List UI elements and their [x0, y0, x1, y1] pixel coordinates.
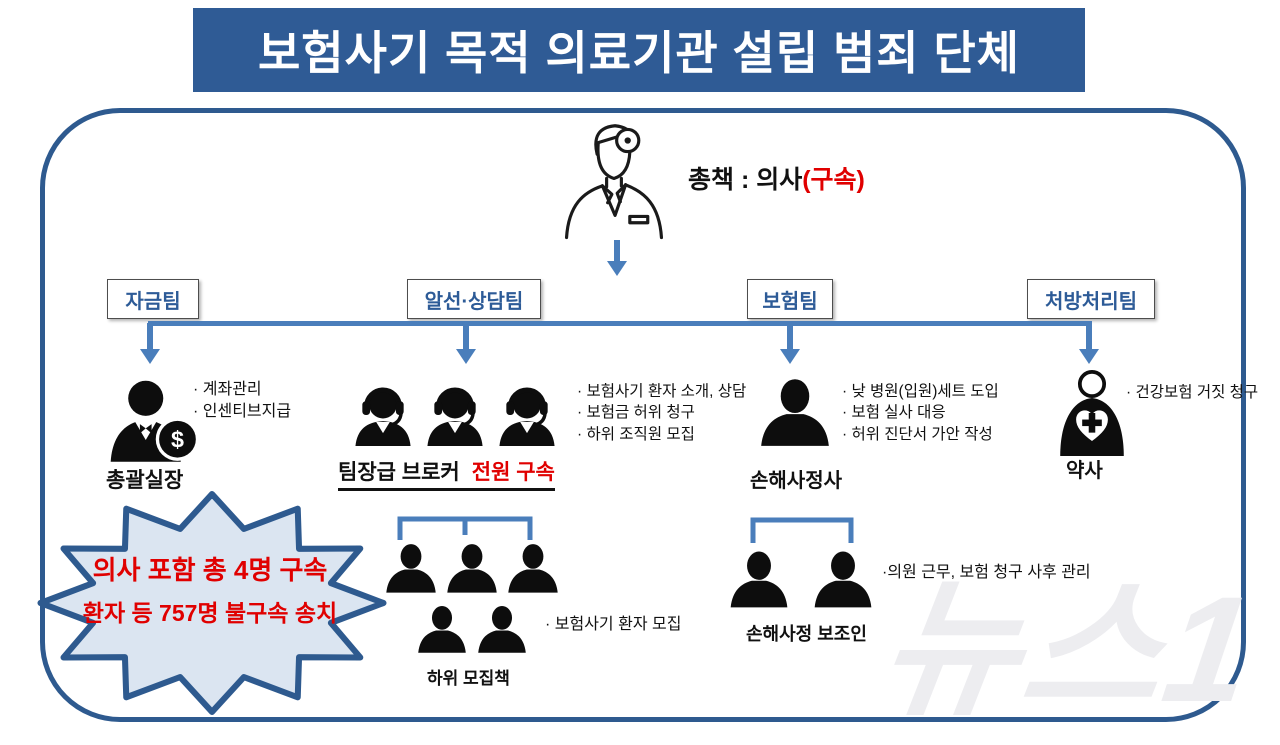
person-silhouette-icon — [386, 544, 436, 593]
bullet-item: · 인센티브지급 — [193, 403, 292, 421]
broker-status-text: 전원 구속 — [471, 461, 555, 484]
bullet-item: · 낮 병원(입원)세트 도입 — [842, 383, 999, 400]
bracket-connector-assistants — [750, 517, 854, 550]
assistants-bullet: ·의원 근무, 보험 청구 사후 관리 — [882, 564, 1091, 581]
bullet-item: · 허위 진단서 가안 작성 — [842, 425, 993, 443]
team-box-brokering: 알선·상담팀 — [407, 279, 541, 319]
person-silhouette-icon — [814, 551, 872, 608]
team-box-prescription: 처방처리팀 — [1027, 279, 1155, 319]
bracket-connector-recruiters — [397, 516, 533, 547]
person-silhouette-icon — [447, 544, 497, 593]
down-arrow-4 — [1086, 323, 1092, 349]
callout-line1: 의사 포함 총 4명 구속 — [92, 555, 328, 585]
team-label: 알선·상담팀 — [424, 290, 524, 313]
broker-label: 팀장급 브로커 전원 구속 — [338, 456, 555, 491]
bullet-item: · 보험금 허위 청구 — [577, 404, 695, 422]
connector-line — [148, 321, 1092, 326]
fund-manager-icon: $ — [104, 374, 200, 466]
down-arrow-boss — [614, 240, 620, 263]
down-arrow-3 — [787, 323, 793, 349]
bullet-item: · 보험 실사 대응 — [842, 404, 946, 422]
bullet-item: · 보험사기 환자 소개, 상담 — [577, 383, 747, 400]
headset-agent-icon — [499, 387, 555, 446]
down-arrow-boss-head — [607, 261, 627, 276]
recruiter-icons-row2 — [416, 602, 528, 656]
recruiters-bullet: · 보험사기 환자 모집 — [545, 616, 682, 633]
team-box-funds: 자금팀 — [107, 279, 199, 319]
down-arrow-3-head — [780, 349, 800, 364]
person-silhouette-icon — [418, 605, 466, 653]
assistant-icons — [728, 546, 874, 612]
adjuster-label: 손해사정사 — [750, 470, 842, 492]
bullet-item: · 건강보험 거짓 청구 — [1126, 384, 1259, 401]
bullet-item: · 계좌관리 — [193, 381, 262, 398]
person-silhouette-icon — [758, 368, 832, 456]
broker-icons — [352, 376, 558, 454]
boss-label: 총책 : 의사(구속) — [688, 160, 865, 196]
fund-manager-label: 총괄실장 — [106, 469, 184, 492]
recruiter-icons-row1 — [384, 540, 560, 596]
assistants-label: 손해사정 보조인 — [746, 624, 867, 644]
down-arrow-1-head — [140, 349, 160, 364]
team-label: 보험팀 — [762, 290, 818, 313]
boss-role-text: 총책 : 의사 — [688, 166, 803, 194]
news-watermark: 뉴스1 — [870, 565, 1266, 733]
callout-line2: 환자 등 757명 불구속 송치 — [82, 600, 338, 626]
arrest-callout-star — [30, 486, 394, 720]
person-silhouette-icon — [730, 551, 788, 608]
title-banner: 보험사기 목적 의료기관 설립 범죄 단체 — [193, 8, 1085, 92]
recruiters-label: 하위 모집책 — [427, 669, 510, 688]
doctor-icon — [556, 118, 672, 240]
boss-status-text: (구속) — [802, 166, 865, 194]
headset-agent-icon — [427, 387, 483, 446]
svg-text:$: $ — [171, 427, 184, 453]
team-label: 자금팀 — [125, 290, 181, 313]
headset-agent-icon — [355, 387, 411, 446]
pharmacist-bullets: · 건강보험 거짓 청구 — [1126, 382, 1258, 403]
down-arrow-4-head — [1079, 349, 1099, 364]
pharmacist-icon — [1054, 370, 1130, 456]
bullet-item: · 하위 조직원 모집 — [577, 425, 695, 443]
person-silhouette-icon — [508, 544, 558, 593]
down-arrow-2 — [463, 323, 469, 349]
adjuster-bullets: · 낮 병원(입원)세트 도입 · 보험 실사 대응 · 허위 진단서 가안 작… — [842, 381, 999, 445]
page-title: 보험사기 목적 의료기관 설립 범죄 단체 — [257, 27, 1021, 79]
down-arrow-1 — [147, 323, 153, 349]
fund-manager-bullets: · 계좌관리 · 인센티브지급 — [193, 379, 291, 423]
pharmacist-label: 약사 — [1066, 460, 1103, 482]
broker-bullets: · 보험사기 환자 소개, 상담 · 보험금 허위 청구 · 하위 조직원 모집 — [577, 381, 746, 445]
down-arrow-2-head — [456, 349, 476, 364]
broker-label-text: 팀장급 브로커 — [338, 461, 460, 484]
team-label: 처방처리팀 — [1045, 290, 1137, 313]
person-silhouette-icon — [478, 605, 526, 653]
team-box-insurance: 보험팀 — [747, 279, 833, 319]
